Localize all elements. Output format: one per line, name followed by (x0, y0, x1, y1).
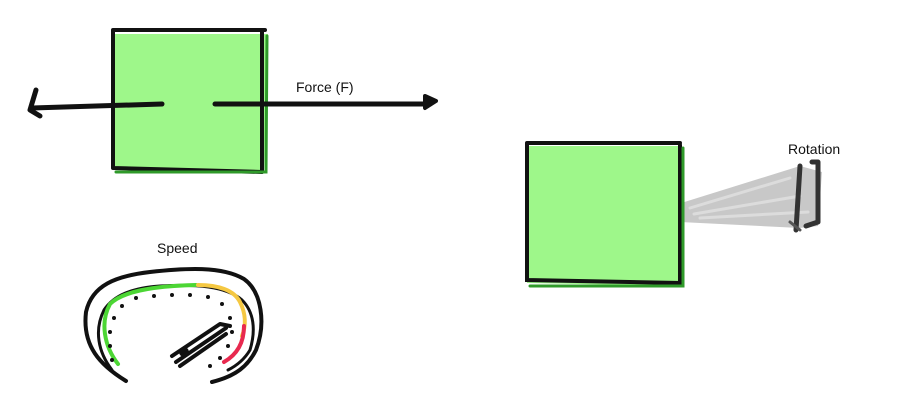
gauge-needle (170, 322, 232, 368)
reaction-arrow-head (27, 87, 43, 119)
force-label: Force (F) (296, 79, 354, 95)
force-box-group (27, 28, 438, 174)
speedometer-icon (83, 266, 264, 384)
gauge-green-zone (102, 283, 198, 366)
reaction-line (29, 101, 165, 111)
gauge-yellow-zone (196, 283, 247, 338)
force-box (113, 34, 268, 172)
rotation-box (527, 146, 680, 286)
force-box-outline (111, 28, 267, 174)
force-box-edge (114, 34, 269, 174)
gauge-pivot (179, 347, 189, 357)
speed-label: Speed (157, 240, 198, 256)
rotation-box-edge (528, 146, 685, 288)
gauge-red-zone (222, 324, 246, 364)
rotation-label: Rotation (788, 141, 841, 157)
rotation-beam-streak (688, 176, 810, 220)
gauge-outer (83, 266, 264, 384)
arrow-right-icon (423, 94, 438, 110)
rotation-box-group (525, 141, 822, 288)
gauge-dots (108, 293, 234, 368)
rotation-ring-icon (788, 159, 821, 233)
rotation-box-outline (525, 141, 682, 285)
